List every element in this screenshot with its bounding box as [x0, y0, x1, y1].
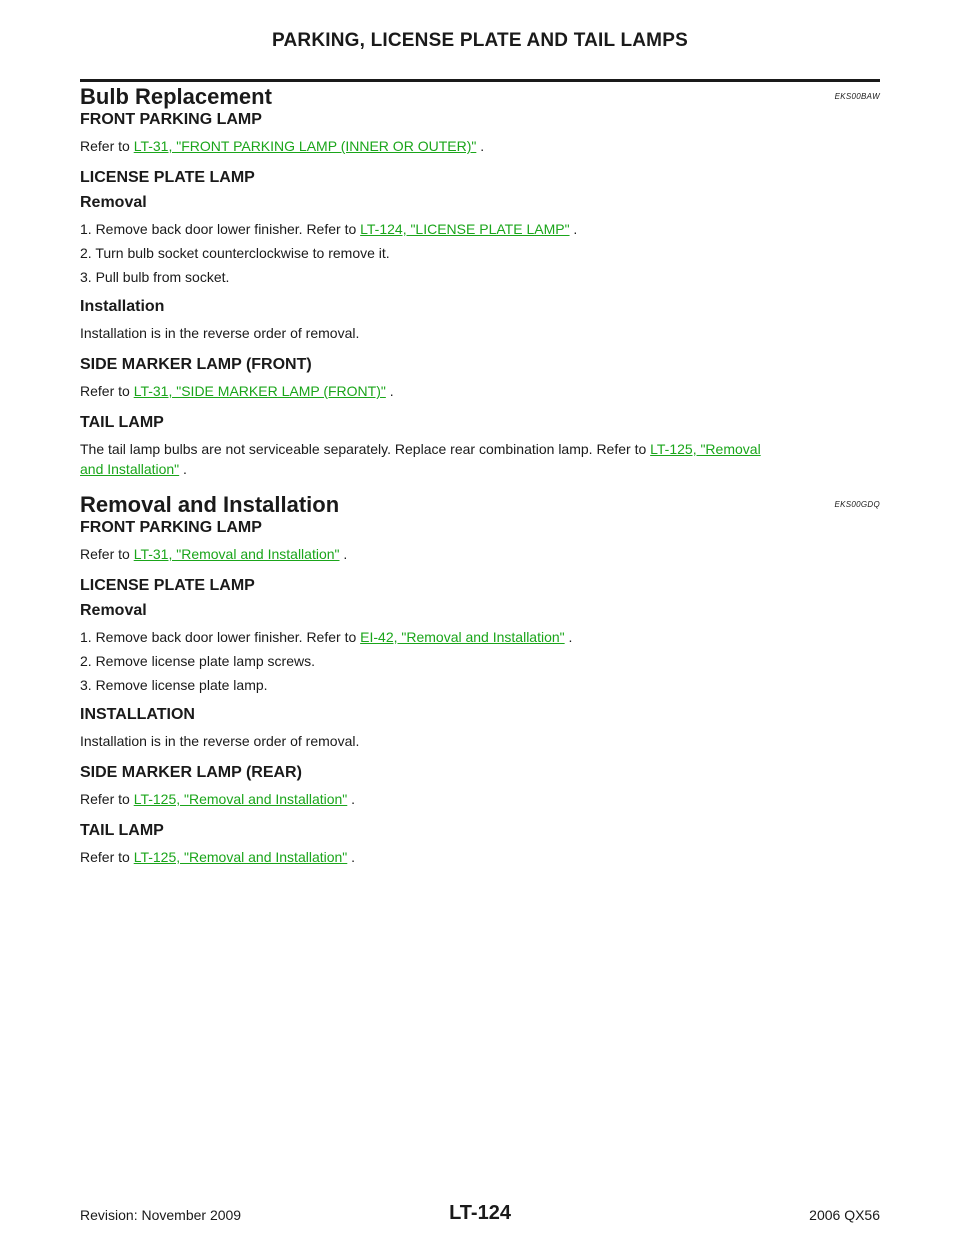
- removal-installation-section: Removal and Installation EKS00GDQ: [80, 492, 880, 518]
- step-1: 1. Remove back door lower finisher. Refe…: [80, 221, 578, 237]
- step-2: 2. Turn bulb socket counterclockwise to …: [80, 245, 390, 261]
- footer-revision: Revision: November 2009: [80, 1207, 242, 1223]
- step-1: 1. Remove back door lower finisher. Refe…: [80, 629, 573, 645]
- section-code: EKS00GDQ: [834, 500, 880, 509]
- subheading-installation: INSTALLATION: [80, 706, 195, 723]
- section-code: EKS00BAW: [834, 92, 880, 101]
- reference-link[interactable]: LT-124, "LICENSE PLATE LAMP": [360, 221, 570, 237]
- reference-link[interactable]: LT-125, "Removal: [650, 441, 761, 457]
- subheading-removal: Removal: [80, 194, 147, 211]
- tail-lamp-text: The tail lamp bulbs are not serviceable …: [80, 441, 761, 477]
- header-divider: [80, 79, 880, 82]
- reference-link[interactable]: EI-42, "Removal and Installation": [360, 629, 565, 645]
- bulb-replacement-section: Bulb Replacement EKS00BAW: [80, 84, 880, 110]
- footer-model: 2006 QX56: [809, 1207, 880, 1223]
- subheading-installation: Installation: [80, 298, 165, 315]
- reference-line: Refer to LT-125, "Removal and Installati…: [80, 791, 356, 807]
- reference-line: Refer to LT-125, "Removal and Installati…: [80, 849, 356, 865]
- reference-line: Refer to LT-31, "FRONT PARKING LAMP (INN…: [80, 138, 485, 154]
- subheading-front-parking-lamp: FRONT PARKING LAMP: [80, 111, 262, 128]
- reference-link[interactable]: LT-31, "FRONT PARKING LAMP (INNER OR OUT…: [133, 138, 477, 154]
- page-title: PARKING, LICENSE PLATE AND TAIL LAMPS: [272, 30, 688, 51]
- subheading-tail-lamp: TAIL LAMP: [80, 822, 164, 839]
- subheading-side-marker-lamp-front: SIDE MARKER LAMP (FRONT): [80, 356, 312, 373]
- step-3: 3. Pull bulb from socket.: [80, 269, 230, 285]
- footer-page-number: LT-124: [449, 1202, 511, 1224]
- subheading-side-marker-lamp-rear: SIDE MARKER LAMP (REAR): [80, 764, 302, 781]
- reference-link[interactable]: LT-125, "Removal and Installation": [133, 791, 348, 807]
- subheading-license-plate-lamp: LICENSE PLATE LAMP: [80, 577, 255, 594]
- installation-text: Installation is in the reverse order of …: [80, 325, 360, 341]
- step-2: 2. Remove license plate lamp screws.: [80, 653, 315, 669]
- document-body: Bulb Replacement EKS00BAW FRONT PARKING …: [80, 84, 880, 867]
- subheading-removal: Removal: [80, 602, 147, 619]
- reference-link[interactable]: LT-31, "SIDE MARKER LAMP (FRONT)": [133, 383, 386, 399]
- reference-link[interactable]: LT-125, "Removal and Installation": [133, 849, 348, 865]
- reference-link-continued[interactable]: and Installation": [80, 461, 180, 477]
- section-title: Bulb Replacement: [80, 84, 272, 109]
- reference-line: Refer to LT-31, "Removal and Installatio…: [80, 546, 348, 562]
- subheading-front-parking-lamp: FRONT PARKING LAMP: [80, 519, 262, 536]
- section-title: Removal and Installation: [80, 492, 340, 517]
- installation-text: Installation is in the reverse order of …: [80, 733, 360, 749]
- subheading-license-plate-lamp: LICENSE PLATE LAMP: [80, 169, 255, 186]
- reference-link[interactable]: LT-31, "Removal and Installation": [133, 546, 340, 562]
- subheading-tail-lamp: TAIL LAMP: [80, 414, 164, 431]
- step-3: 3. Remove license plate lamp.: [80, 677, 268, 693]
- reference-line: Refer to LT-31, "SIDE MARKER LAMP (FRONT…: [80, 383, 394, 399]
